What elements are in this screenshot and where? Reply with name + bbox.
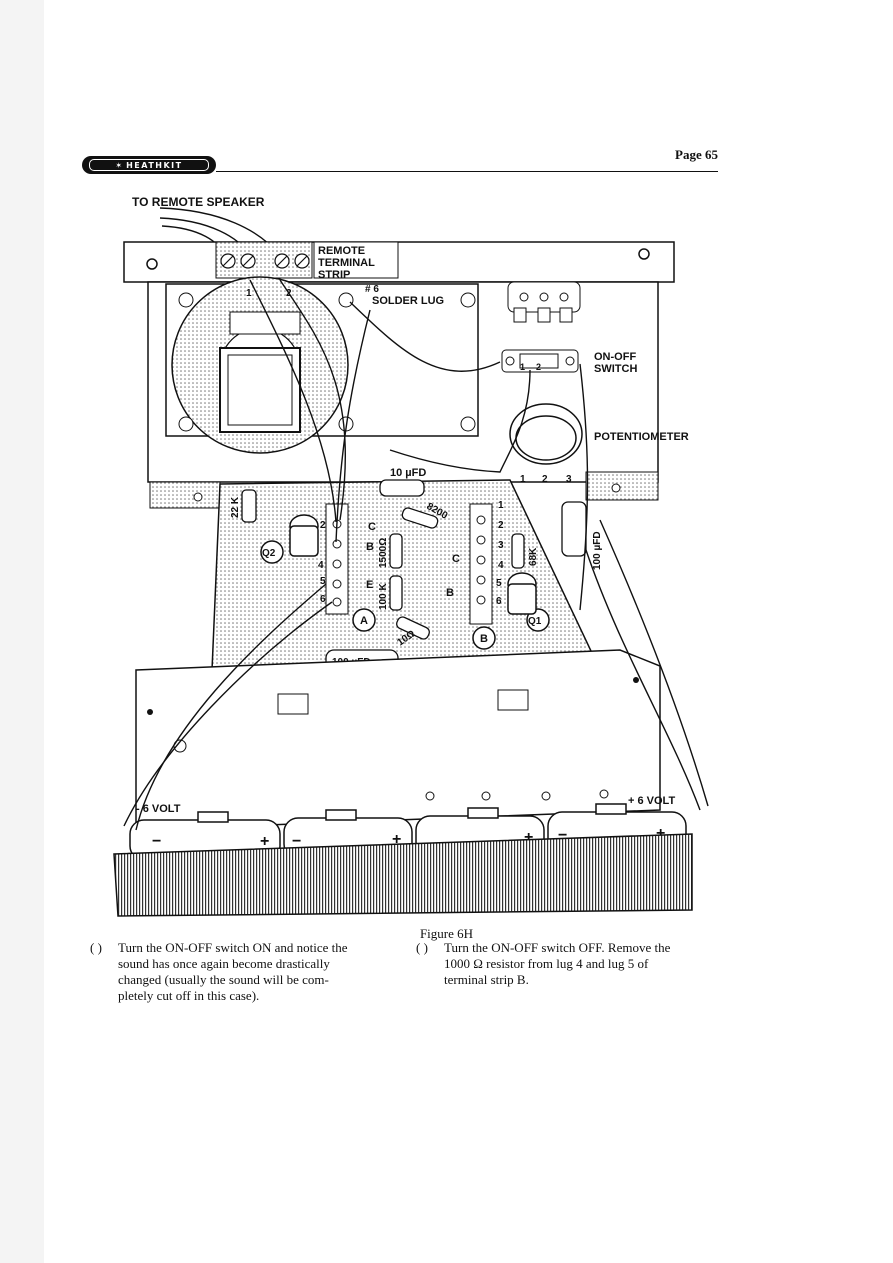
strip-b-lug-4: 4 [498, 560, 504, 571]
battery-2-plus: + [392, 831, 401, 848]
battery-tray [135, 649, 661, 831]
terminal-strip-b [469, 503, 493, 625]
pot-lug-1: 1 [520, 474, 526, 485]
strip-a-label: A [360, 615, 368, 627]
transistors [289, 514, 537, 615]
q2-lug-e: E [366, 579, 373, 591]
strip-a-lug-4: 4 [318, 560, 324, 571]
step-1-checkbox[interactable]: ( ) [90, 940, 102, 955]
heathkit-star-icon: ✶ [115, 160, 123, 170]
strip-a-lug-6: 6 [320, 594, 326, 605]
switch-lug-2: 2 [536, 362, 541, 372]
q1-label: Q1 [528, 616, 542, 627]
speaker [171, 276, 476, 454]
pot-lug-3: 3 [566, 474, 572, 485]
strip-b-lug-6: 6 [496, 596, 502, 607]
strip-b-lug-2: 2 [498, 520, 504, 531]
terminal-strip-a [325, 503, 349, 615]
battery-1-minus: − [152, 833, 161, 850]
res-100k-label: 100 K [378, 583, 389, 610]
q2-label: Q2 [262, 548, 276, 559]
strip-a-lug-5: 5 [320, 576, 326, 587]
switch-label: SWITCH [594, 363, 637, 375]
switch-lug-1: 1 [520, 362, 525, 372]
battery-3-plus: + [524, 829, 533, 846]
pos-6-volt-label: + 6 VOLT [628, 795, 675, 807]
wiring [123, 279, 709, 831]
solder-lug-label: SOLDER LUG [372, 295, 444, 307]
on-off-switch [501, 349, 579, 373]
step-2-text: Turn the ON-OFF switch OFF. Remove the 1… [444, 940, 671, 987]
res-22k-label: 22 K [230, 496, 241, 518]
page-header: ✶ HEATHKIT Page 65 [82, 146, 718, 176]
strip-b-label: B [480, 633, 488, 645]
header-rule [216, 171, 718, 172]
battery-2-minus: − [292, 833, 301, 850]
figure-caption: Figure 6H [419, 926, 474, 941]
remote-label: REMOTE [318, 245, 365, 257]
page-number: Page 65 [675, 147, 718, 162]
q2-lug-b: B [366, 541, 374, 553]
cap-10ufd-label: 10 µFD [390, 467, 426, 479]
cap-100ufd-right-label: 100 µFD [592, 531, 603, 570]
res-1500-label: 1500Ω [378, 538, 389, 568]
battery-4-minus: − [558, 827, 567, 844]
q1-lug-c: C [452, 553, 460, 565]
socket-top-right [507, 281, 581, 323]
speaker-lug-1: 1 [246, 288, 252, 299]
on-off-label: ON-OFF [594, 351, 636, 363]
strip-label: STRIP [318, 269, 350, 281]
q1-lug-b: B [446, 587, 454, 599]
top-panel [123, 241, 675, 283]
number-6-label: # 6 [365, 284, 379, 295]
step-2-checkbox[interactable]: ( ) [416, 940, 428, 955]
terminal-label: TERMINAL [318, 257, 375, 269]
neg-6-volt-label: - 6 VOLT [136, 803, 181, 815]
page-edge-shadow [0, 0, 44, 1263]
wiring-figure: TO REMOTE SPEAKER REMOTE TERMINAL STRIP [113, 195, 709, 917]
strip-b-lug-3: 3 [498, 540, 504, 551]
strip-b-lug-1: 1 [498, 500, 504, 511]
battery-4-plus: + [656, 825, 665, 842]
strip-b-lug-5: 5 [496, 578, 502, 589]
strip-a-lug-2: 2 [320, 520, 326, 531]
battery-1-plus: + [260, 833, 269, 850]
q2-lug-c: C [368, 521, 376, 533]
res-68k-label: 68K [528, 547, 539, 566]
brand-name: HEATHKIT [126, 160, 183, 170]
side-rails [149, 471, 659, 509]
potentiometer-label: POTENTIOMETER [594, 431, 689, 443]
potentiometer [509, 403, 583, 465]
step-1-text: Turn the ON-OFF switch ON and notice the… [118, 940, 348, 1003]
battery-base [113, 833, 693, 917]
heathkit-logo: ✶ HEATHKIT [82, 156, 216, 174]
to-remote-speaker-label: TO REMOTE SPEAKER [132, 195, 265, 209]
pot-lug-2: 2 [542, 474, 548, 485]
